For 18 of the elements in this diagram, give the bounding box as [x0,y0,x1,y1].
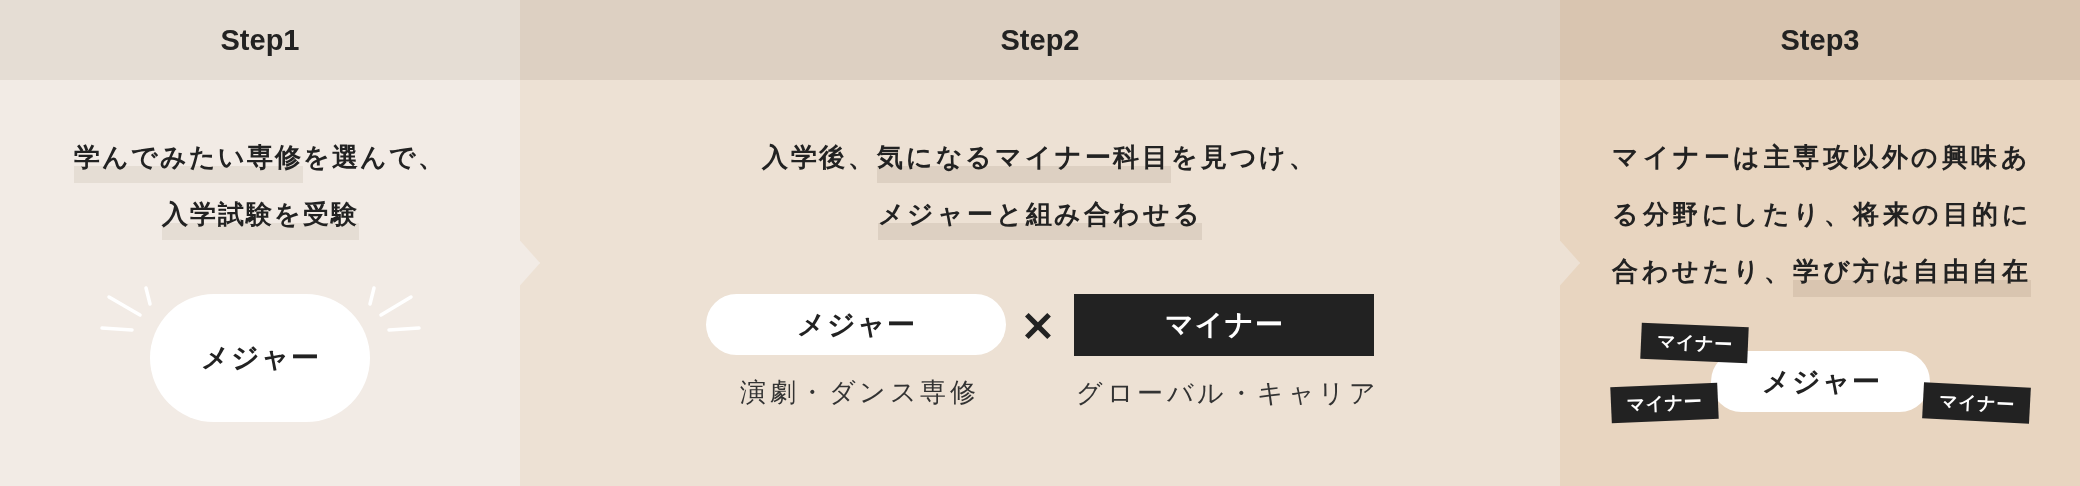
step-description: マイナーは主専攻以外の興味ある分野にしたり、将来の目的に合わせたり、学び方は自由自在 [1612,129,2037,300]
step-panel [520,0,1560,486]
major-pill: メジャー [706,294,1006,355]
subject-caption: グローバル・キャリア [1075,377,1380,410]
step-title: Step3 [1780,23,1860,57]
times-symbol: × [1018,300,1058,350]
step-panel [1560,0,2080,486]
minor-label: マイナー [1074,294,1374,356]
subject-caption: 演劇・ダンス専修 [739,376,980,409]
step-description: 入学後、気になるマイナー科目を見つけ、メジャーと組み合わせる [760,129,1320,243]
step-title: Step2 [1000,23,1080,57]
major-pill: メジャー [150,294,370,422]
minor-tag: マイナー [1640,322,1749,364]
major-pill: メジャー [1711,351,1930,412]
step-description: 学んでみたい専修を選んで、入学試験を受験 [70,129,450,243]
minor-tag: マイナー [1922,382,2031,424]
minor-tag: マイナー [1610,382,1719,424]
step-title: Step1 [220,23,300,57]
